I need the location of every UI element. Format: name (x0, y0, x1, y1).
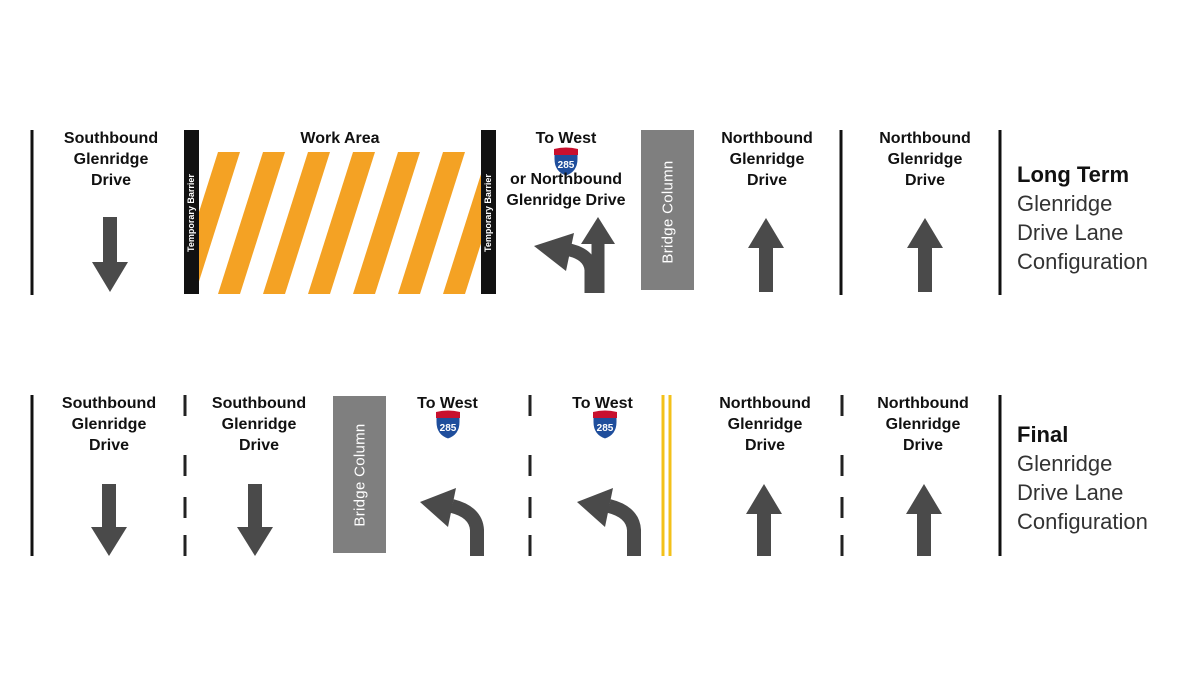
bridge-column-final (333, 396, 386, 553)
lane-label-or-northbound: or Northbound Glenridge Drive (506, 171, 626, 209)
title-line: Glenridge (1017, 451, 1113, 476)
work-area-hatching (199, 152, 481, 294)
title-line: Drive Lane (1017, 220, 1124, 245)
final-config-title: Final Glenridge Drive Lane Configuration (1017, 420, 1192, 536)
temporary-barrier-left (184, 130, 199, 294)
title-line: Drive Lane (1017, 480, 1124, 505)
lane-label-southbound: Southbound Glenridge Drive (211, 395, 307, 454)
lane-label-to-west: To West (535, 130, 597, 147)
lane-label-northbound: Northbound Glenridge Drive (721, 130, 813, 189)
lane-label-southbound: Southbound Glenridge Drive (63, 130, 159, 189)
lane-label-to-west: To West (572, 395, 633, 412)
left-turn-and-straight-arrow-icon (534, 217, 615, 293)
lane-label-southbound: Southbound Glenridge Drive (61, 395, 157, 454)
title-line: Configuration (1017, 509, 1148, 534)
svg-text:285: 285 (440, 423, 457, 434)
up-arrow-icon (746, 484, 782, 556)
bridge-column-label-long-term: Bridge Column (659, 160, 677, 264)
left-turn-arrow-icon (577, 488, 641, 556)
title-bold: Long Term (1017, 162, 1130, 187)
temporary-barrier-label-right: Temporary Barrier (483, 174, 493, 252)
down-arrow-icon (91, 484, 127, 556)
temporary-barrier-label-left: Temporary Barrier (186, 174, 196, 252)
title-line: Configuration (1017, 249, 1148, 274)
bridge-column-long-term (641, 130, 694, 290)
temporary-barrier-right (481, 130, 496, 294)
work-area-label: Work Area (300, 130, 380, 147)
interstate-285-shield-icon: 285 (435, 410, 461, 440)
double-yellow-centerline (661, 395, 672, 556)
interstate-285-shield-icon: 285 (553, 147, 579, 177)
long-term-config-title: Long Term Glenridge Drive Lane Configura… (1017, 160, 1192, 276)
interstate-285-shield-icon: 285 (592, 410, 618, 440)
down-arrow-icon (237, 484, 273, 556)
up-arrow-icon (907, 218, 943, 292)
bridge-column-label-final: Bridge Column (351, 423, 369, 527)
title-bold: Final (1017, 422, 1069, 447)
up-arrow-icon (906, 484, 942, 556)
svg-text:285: 285 (558, 160, 575, 171)
left-turn-arrow-icon (420, 488, 484, 556)
lane-label-northbound: Northbound Glenridge Drive (879, 130, 971, 189)
lane-label-northbound: Northbound Glenridge Drive (877, 395, 969, 454)
down-arrow-icon (92, 217, 128, 292)
title-line: Glenridge (1017, 191, 1113, 216)
svg-text:285: 285 (597, 423, 614, 434)
lane-label-to-west: To West (417, 395, 478, 412)
up-arrow-icon (748, 218, 784, 292)
lane-label-northbound: Northbound Glenridge Drive (719, 395, 811, 454)
